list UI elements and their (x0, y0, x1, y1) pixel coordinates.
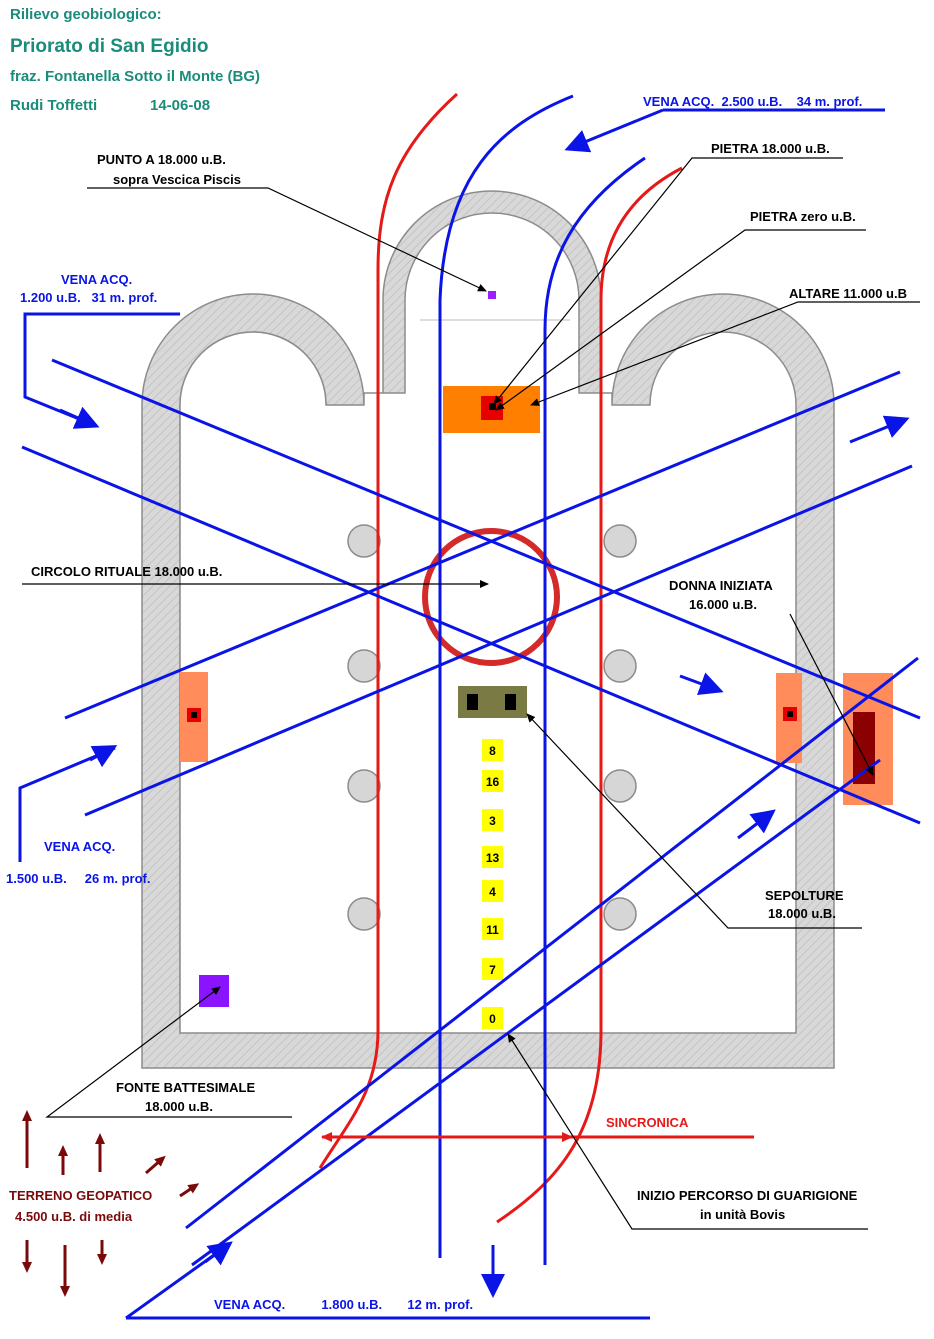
vein-diagonal (191, 758, 881, 1267)
vein-left-2-entry (18, 746, 116, 862)
location: fraz. Fontanella Sotto il Monte (BG) (10, 68, 260, 85)
vein-vertical-left (438, 94, 574, 1258)
arrow-icon (89, 745, 118, 768)
healing-box (482, 1007, 503, 1029)
donna-label: DONNA INIZIATA (669, 578, 773, 593)
author: Rudi Toffetti (10, 97, 98, 114)
stone-zero (489, 403, 496, 410)
sepolture-sub: 18.000 u.B. (768, 906, 836, 921)
terreno-label: TERRENO GEOPATICO (9, 1188, 152, 1203)
vein-diagonal (185, 656, 919, 1230)
fonte-label: FONTE BATTESIMALE (116, 1080, 255, 1095)
sepolture-label: SEPOLTURE (765, 888, 844, 903)
donna-sub: 16.000 u.B. (689, 597, 757, 612)
geopathic-arrows (22, 1110, 200, 1297)
altare-label: ALTARE 11.000 u.B (789, 286, 907, 301)
vena-bottom-label: VENA ACQ. 1.800 u.B. 12 m. prof. (214, 1297, 473, 1312)
column (603, 897, 637, 931)
red-veins (318, 92, 683, 1224)
healing-value: 16 (486, 775, 500, 789)
vein-vertical-right (543, 156, 646, 1265)
healing-value: 4 (489, 885, 496, 899)
healing-value: 11 (486, 923, 499, 937)
healing-box (482, 846, 503, 868)
arrow-diag-icon (145, 1155, 166, 1175)
leader-lines (22, 157, 920, 1230)
healing-value: 8 (489, 744, 496, 758)
pietra-zero-label: PIETRA zero u.B. (750, 209, 856, 224)
healing-value: 0 (489, 1012, 496, 1026)
columns (347, 524, 637, 931)
healing-box (482, 958, 503, 980)
circolo-label: CIRCOLO RITUALE 18.000 u.B. (31, 564, 222, 579)
punto-a-label: PUNTO A 18.000 u.B. (97, 152, 226, 167)
healing-box (482, 880, 503, 902)
vein-diagonal (51, 358, 921, 720)
vein-diagonal (64, 370, 901, 720)
healing-path: 8 16 3 13 4 11 7 0 (482, 739, 503, 1029)
arrow-icon (737, 809, 776, 840)
survey-type: Rilievo geobiologico: (10, 6, 162, 23)
column (347, 769, 381, 803)
church-walls (141, 190, 835, 1069)
vein-diagonal (84, 464, 913, 817)
arrow-icon (849, 415, 910, 444)
inizio-sub: in unità Bovis (700, 1207, 785, 1222)
vein-arrows (59, 108, 910, 1298)
vena-left2-label: VENA ACQ. (44, 839, 115, 854)
healing-value: 13 (486, 851, 500, 865)
column (603, 649, 637, 683)
pietra-18-label: PIETRA 18.000 u.B. (711, 141, 830, 156)
healing-box (482, 809, 503, 831)
healing-box (482, 770, 503, 792)
ritual-circle (422, 528, 560, 666)
vein-left-1-entry (23, 312, 180, 427)
punto-a-sub: sopra Vescica Piscis (113, 172, 241, 187)
arrow-diag-icon (179, 1183, 200, 1198)
column (603, 524, 637, 558)
arrow-icon (564, 108, 664, 153)
arrow-icon (679, 672, 724, 696)
vein-diagonal (21, 445, 921, 825)
healing-box (482, 918, 503, 940)
arrow-icon (59, 406, 100, 429)
sincronica-label: SINCRONICA (606, 1115, 689, 1130)
punto-a-marker (488, 291, 496, 299)
column (603, 769, 637, 803)
column (347, 897, 381, 931)
vena-left1-sub: 1.200 u.B. 31 m. prof. (20, 290, 157, 305)
red-vein-right (496, 166, 683, 1224)
terreno-sub: 4.500 u.B. di media (15, 1209, 133, 1224)
vena-top-label: VENA ACQ. 2.500 u.B. 34 m. prof. (643, 94, 862, 109)
page-title: Priorato di San Egidio (10, 36, 209, 57)
water-veins (18, 94, 921, 1320)
inizio-label: INIZIO PERCORSO DI GUARIGIONE (637, 1188, 858, 1203)
healing-value: 7 (489, 963, 496, 977)
fonte-sub: 18.000 u.B. (145, 1099, 213, 1114)
column (347, 649, 381, 683)
healing-value: 3 (489, 814, 496, 828)
vena-left2-sub: 1.500 u.B. 26 m. prof. (6, 871, 151, 886)
date: 14-06-08 (150, 97, 211, 114)
arrow-icon (204, 1241, 233, 1266)
red-vein-left (318, 92, 459, 1169)
column (347, 524, 381, 558)
healing-box (482, 739, 503, 761)
labels: VENA ACQ. 2.500 u.B. 34 m. prof. PUNTO A… (6, 94, 907, 1312)
vena-left1-label: VENA ACQ. (61, 272, 132, 287)
